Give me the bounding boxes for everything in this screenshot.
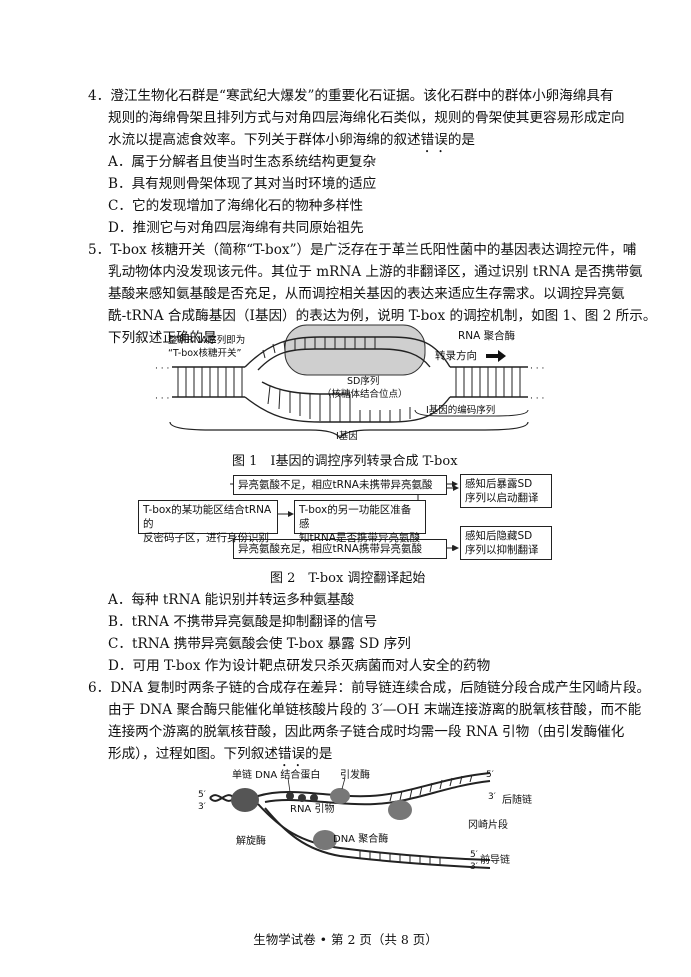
fig2-box-expose-sd-line-2: 序列以启动翻译 [465,492,539,504]
fig2-box-hide-sd-line-1: 感知后隐藏SD [465,530,533,542]
figure-2-caption: 图 2 T-box 调控翻译起始 [270,571,426,586]
svg-text:· · ·: · · · [155,394,169,404]
q6-stem-line-2: 由于 DNA 聚合酶只能催化单链核酸片段的 3′—OH 末端连接游离的脱氧核苷酸… [108,702,642,718]
q4-option-b: B．具有规则骨架体现了其对当时环境的适应 [108,176,377,192]
fig2-box-expose-sd-line-1: 感知后暴露SD [465,478,533,490]
fig3-leading-3-end: 3′ [470,862,478,872]
fig3-parent-3-end: 3′ [198,802,206,812]
q4-emphasis: 错误 [420,132,448,148]
fig1-direction-label: 转录方向 [435,350,477,362]
svg-text:· · ·: · · · [530,364,544,374]
fig1-label-left-1: 整条RNA序列即为 [168,335,246,346]
fig2-box-insufficient: 异亮氨酸不足，相应tRNA未携带异亮氨酸 [233,475,447,495]
figure-2-split-arrows [447,485,459,551]
q4-stem-line-1: 4．澄江生物化石群是“寒武纪大爆发”的重要化石证据。该化石群中的群体小卵海绵具有 [88,88,614,104]
q6-emphasis: 错误 [277,746,306,762]
q6-stem-tail: 的是 [305,746,333,762]
fig2-box-hide-sd: 感知后隐藏SD 序列以抑制翻译 [460,526,552,560]
fig2-box-hide-sd-line-2: 序列以抑制翻译 [465,544,539,556]
q5-stem-line-1: 5．T-box 核糖开关（简称“T-box”）是广泛存在于革兰氏阳性菌中的基因表… [88,242,637,258]
fig1-rna-polymerase-label: RNA 聚合酶 [458,330,516,342]
q6-stem-line-3: 连接两个游离的脱氧核苷酸，因此两条子链合成时均需一段 RNA 引物（由引发酶催化 [108,724,625,740]
rna-polymerase-shape [284,324,426,376]
fig2-box-sensing: T-box的另一功能区准备感 知tRNA是否携带异亮氨酸 [294,500,426,544]
svg-text:· · ·: · · · [530,394,544,404]
fig3-leading-5-end: 5′ [470,850,478,860]
fig2-box-sensing-line-2: 知tRNA是否携带异亮氨酸 [299,532,420,544]
q5-stem-line-4: 酰-tRNA 合成酶基因（Ⅰ基因）的表达为例，说明 T-box 的调控机制，如图… [108,308,657,324]
page-footer: 生物学试卷 • 第 2 页（共 8 页） [253,932,438,947]
fig1-coding-label: Ⅰ基因的编码序列 [426,405,496,416]
figure-1-caption: 图 1 Ⅰ基因的调控序列转录合成 T-box [232,454,458,469]
q5-option-c: C．tRNA 携带异亮氨酸会使 T-box 暴露 SD 序列 [108,636,411,652]
svg-text:· · ·: · · · [155,364,169,374]
fig1-gene-label: Ⅰ基因 [336,431,358,442]
q6-stem-text: 形成），过程如图。下列叙述 [108,746,278,762]
fig3-lagging-5-end: 5′ [486,770,494,780]
fig3-primer-label: RNA 引物 [290,804,335,815]
q4-option-d: D．推测它与对角四层海绵有共同原始祖先 [108,220,364,236]
q6-stem-line-4: 形成），过程如图。下列叙述错误的是 [108,744,332,770]
fig1-label-left-2: “T-box核糖开关” [168,348,242,359]
q5-stem-line-5: 下列叙述正确的是 [108,330,217,346]
q4-option-c: C．它的发现增加了海绵化石的物种多样性 [108,198,364,214]
q5-stem-line-3: 基酸来感知氨基酸是否充足，从而调控相关基因的表达来适应生存需求。以调控异亮氨 [108,286,625,302]
fig1-sd-sub-label: （核糖体结合位点） [322,389,408,400]
primase-shape [330,788,350,804]
fig2-box-sufficient: 异亮氨酸充足，相应tRNA携带异亮氨酸 [233,539,447,559]
q6-stem-line-1: 6．DNA 复制时两条子链的合成存在差异：前导链连续合成，后随链分段合成产生冈崎… [88,680,651,696]
fig2-box-recognition-line-2: 反密码子区，进行身份识别 [143,532,269,544]
fig2-box-recognition-line-1: T-box的某功能区结合tRNA的 [143,504,272,530]
fig3-helicase-label: 解旋酶 [236,836,266,847]
figure-1-diagram: · · · · · · · · · · · · [155,324,544,440]
q5-option-a: A．每种 tRNA 能识别并转运多种氨基酸 [108,592,355,608]
q5-option-b: B．tRNA 不携带异亮氨酸是抑制翻译的信号 [108,614,378,630]
fig3-lagging-label: 后随链 [502,795,532,806]
figure-3-diagram [209,772,491,869]
fig3-okazaki-label: 冈崎片段 [468,820,508,831]
dna-polymerase-shape [313,830,337,850]
q4-stem-tail: 的是 [447,132,476,148]
fig2-box-expose-sd: 感知后暴露SD 序列以启动翻译 [460,474,552,508]
fig3-primase-label: 引发酶 [340,770,370,781]
fig3-ssb-label: 单链 DNA 结合蛋白 [232,770,321,781]
fig2-box-sensing-line-1: T-box的另一功能区准备感 [299,504,412,530]
q4-stem-line-2: 规则的海绵骨架且排列方式与对角四层海绵化石类似，规则的骨架使其更容易形成定向 [108,110,625,126]
fig1-sd-label: SD序列 [347,376,380,387]
fig3-lagging-3-end: 3′ [488,792,496,802]
q4-option-a: A．属于分解者且使当时生态系统结构更复杂 [108,154,377,170]
q5-option-d: D．可用 T-box 作为设计靶点研发只杀灭病菌而对人安全的药物 [108,658,491,674]
fig3-leading-label: 前导链 [480,855,510,866]
q5-stem-line-2: 乳动物体内没发现该元件。其位于 mRNA 上游的非翻译区，通过识别 tRNA 是… [108,264,643,280]
fig3-parent-5-end: 5′ [198,790,206,800]
fig3-polymerase-label: DNA 聚合酶 [333,834,389,845]
fig2-box-recognition: T-box的某功能区结合tRNA的 反密码子区，进行身份识别 [138,500,278,544]
helicase-shape [231,788,259,812]
q4-stem-text: 水流以提高滤食效率。下列关于群体小卵海绵的叙述 [108,132,421,148]
q4-stem-line-3: 水流以提高滤食效率。下列关于群体小卵海绵的叙述错误的是 [108,130,475,156]
